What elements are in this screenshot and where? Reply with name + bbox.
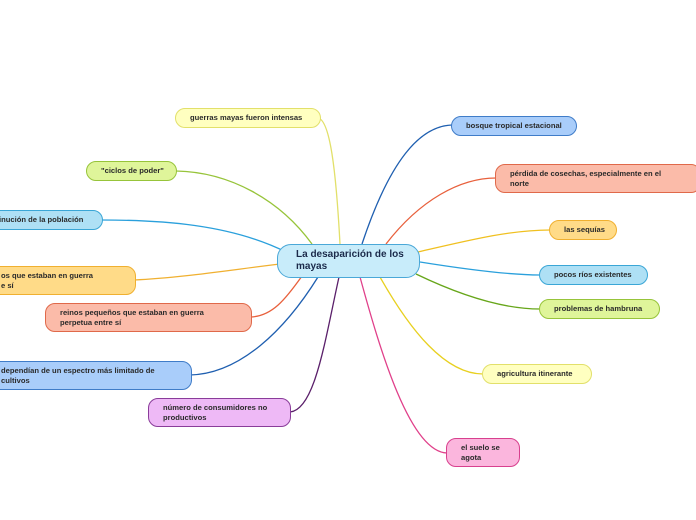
link-reinos-cut xyxy=(133,263,281,281)
node-dependian-cultivos[interactable]: dependían de un espectro más limitado de… xyxy=(0,361,192,390)
node-reinos-cut[interactable]: os que estaban en guerra e sí xyxy=(0,266,136,295)
node-text: dependían de un espectro más limitado de… xyxy=(1,366,155,385)
link-ciclos xyxy=(175,170,313,245)
node-text: reinos pequeños que estaban en guerra pe… xyxy=(60,308,204,327)
central-topic-label: La desaparición de los mayas xyxy=(296,248,404,273)
node-label-line2: agota xyxy=(461,452,482,462)
node-label: pocos ríos existentes xyxy=(554,270,632,280)
node-label-line2: productivos xyxy=(163,412,207,422)
node-label-line1: os que estaban en guerra xyxy=(1,271,93,281)
node-consumidores[interactable]: número de consumidores no productivos xyxy=(148,398,291,427)
link-agricultura xyxy=(379,276,484,375)
node-suelo-agota[interactable]: el suelo se agota xyxy=(446,438,520,467)
node-rios-existentes[interactable]: pocos ríos existentes xyxy=(539,265,648,285)
node-label: guerras mayas fueron intensas xyxy=(190,113,303,123)
node-bosque-tropical[interactable]: bosque tropical estacional xyxy=(451,116,577,136)
node-label-line1: el suelo se xyxy=(461,443,500,453)
node-label-line2: e sí xyxy=(1,280,14,290)
node-label-line2: cultivos xyxy=(1,375,30,385)
node-label-line2: perpetua entre sí xyxy=(60,317,122,327)
link-dependian xyxy=(189,276,319,376)
central-topic[interactable]: La desaparición de los mayas xyxy=(277,244,420,278)
node-label: problemas de hambruna xyxy=(554,304,643,314)
node-label-line1: número de consumidores no xyxy=(163,403,268,413)
node-label: agricultura itinerante xyxy=(497,369,573,379)
node-label: las sequías xyxy=(564,225,605,235)
node-label: inución de la población xyxy=(0,215,84,225)
node-label-line1: dependían de un espectro más limitado de xyxy=(1,366,155,376)
node-ciclos-de-poder[interactable]: "ciclos de poder" xyxy=(86,161,177,181)
node-reinos-pequenos[interactable]: reinos pequeños que estaban en guerra pe… xyxy=(45,303,252,332)
link-disminucion xyxy=(101,219,287,253)
link-consumidores xyxy=(289,276,340,413)
link-sequias xyxy=(417,229,551,253)
node-label-line1: reinos pequeños que estaban en guerra xyxy=(60,308,204,318)
node-perdida-cosechas[interactable]: pérdida de cosechas, especialmente en el… xyxy=(495,164,696,193)
node-text: os que estaban en guerra e sí xyxy=(1,271,93,290)
node-agricultura-itinerante[interactable]: agricultura itinerante xyxy=(482,364,592,384)
link-guerras xyxy=(317,117,341,245)
node-hambruna[interactable]: problemas de hambruna xyxy=(539,299,660,319)
node-label-line1: pérdida de cosechas, especialmente en el xyxy=(510,169,662,179)
link-suelo xyxy=(359,276,448,454)
node-disminucion-poblacion[interactable]: inución de la población xyxy=(0,210,103,230)
link-bosque xyxy=(361,124,453,245)
node-text: número de consumidores no productivos xyxy=(163,403,267,422)
node-guerras-mayas[interactable]: guerras mayas fueron intensas xyxy=(175,108,321,128)
link-rios xyxy=(419,261,541,276)
node-label: bosque tropical estacional xyxy=(466,121,562,131)
node-text: pérdida de cosechas, especialmente en el… xyxy=(510,169,661,188)
node-text: el suelo se agota xyxy=(461,443,500,462)
node-label-line2: norte xyxy=(510,178,529,188)
node-label: "ciclos de poder" xyxy=(101,166,164,176)
link-reinos xyxy=(250,275,303,318)
link-hambruna xyxy=(415,273,541,310)
link-perdida xyxy=(385,177,497,245)
node-sequias[interactable]: las sequías xyxy=(549,220,617,240)
